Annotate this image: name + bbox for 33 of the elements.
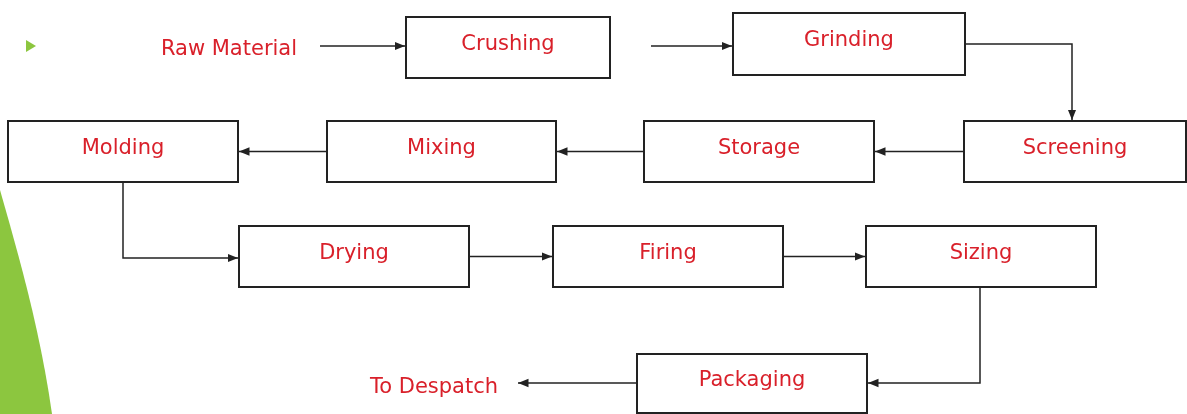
arrow (650, 41, 733, 51)
arrow (517, 378, 637, 388)
step-label: Packaging (698, 366, 806, 391)
arrow (122, 182, 239, 263)
arrow (867, 287, 981, 388)
flow-endpoint-label: To Despatch (369, 374, 499, 398)
process-box (552, 225, 784, 288)
process-box (7, 120, 239, 183)
arrow (874, 147, 964, 156)
process-box (732, 12, 966, 76)
step-label: Molding (81, 134, 165, 159)
step-label: Storage (717, 134, 801, 159)
arrow (783, 252, 866, 261)
arrow (469, 252, 553, 261)
step-label: Drying (319, 239, 389, 264)
arrow (556, 147, 644, 156)
step-label: Screening (1022, 134, 1128, 159)
arrow (238, 147, 327, 156)
step-label: Sizing (949, 239, 1013, 264)
arrow (319, 41, 406, 51)
process-box (636, 353, 868, 414)
process-box (865, 225, 1097, 288)
process-box (643, 120, 875, 183)
process-box (326, 120, 557, 183)
process-box (405, 16, 611, 79)
process-box (963, 120, 1187, 183)
flow-endpoint-label: Raw Material (160, 36, 298, 60)
step-label: Firing (639, 239, 697, 264)
step-label: Mixing (407, 134, 476, 159)
process-box (238, 225, 470, 288)
arrow (965, 43, 1077, 121)
step-label: Crushing (461, 30, 555, 55)
step-label: Grinding (804, 27, 894, 51)
